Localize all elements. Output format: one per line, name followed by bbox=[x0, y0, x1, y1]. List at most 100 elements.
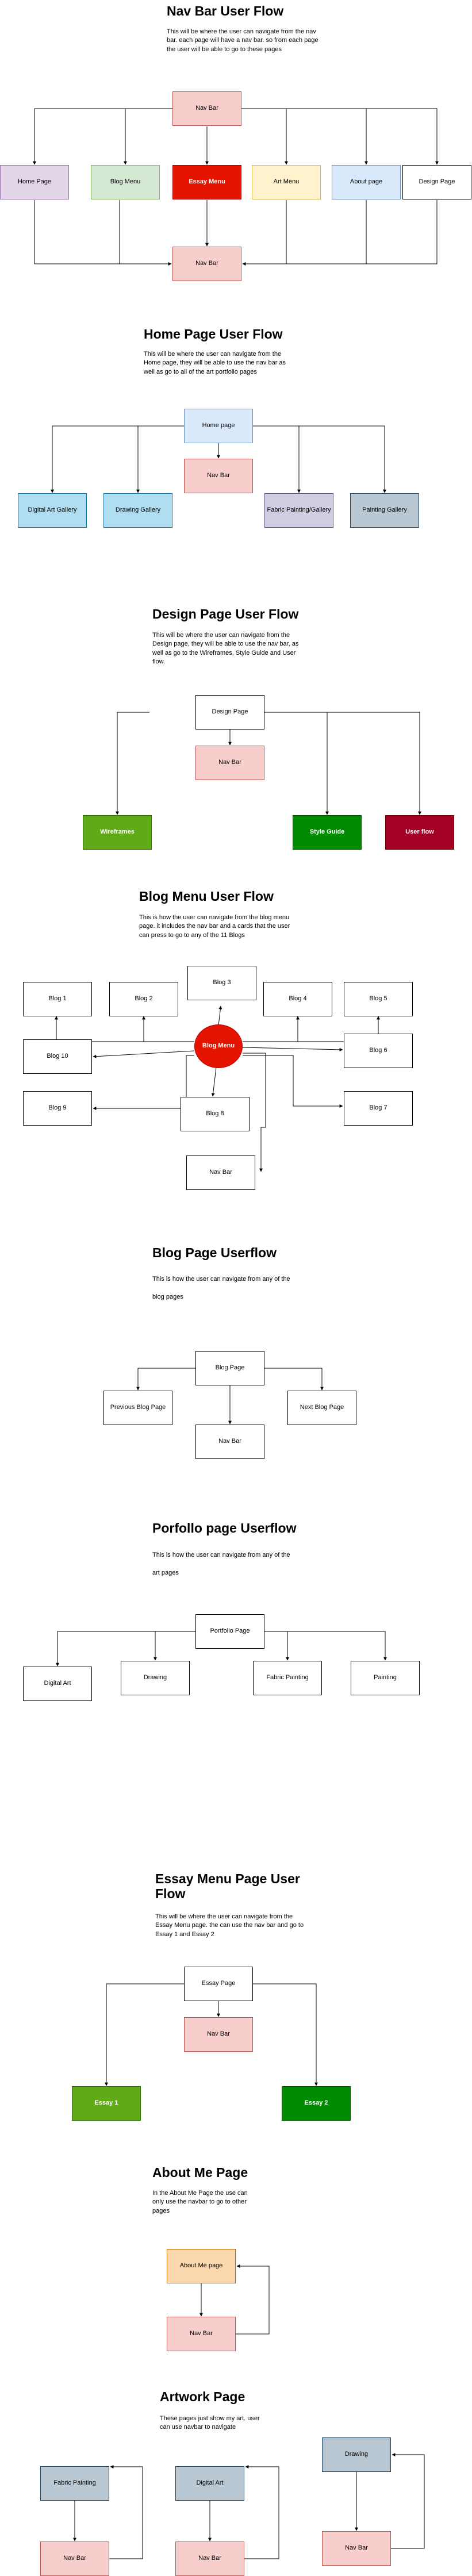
connector bbox=[116, 712, 149, 815]
nav-bar-node[interactable]: Nav Bar bbox=[195, 746, 264, 780]
next-blog-page-node[interactable]: Next Blog Page bbox=[287, 1391, 356, 1425]
blog-1-node[interactable]: Blog 1 bbox=[23, 982, 92, 1016]
blog-menu-node[interactable]: Blog Menu bbox=[91, 165, 160, 199]
fabric-nav-bar-node[interactable]: Nav Bar bbox=[40, 2542, 109, 2576]
connector bbox=[243, 1055, 343, 1108]
essay-flow-title: Essay Menu Page User Flow bbox=[155, 1871, 300, 1902]
connector bbox=[56, 1631, 195, 1667]
blog-2-node[interactable]: Blog 2 bbox=[109, 982, 178, 1016]
portfolio-flow-description-line2: art pages bbox=[152, 1569, 179, 1576]
portfolio-page-node[interactable]: Portfolio Page bbox=[195, 1614, 264, 1649]
connector bbox=[253, 1983, 318, 2086]
blog-page-flow-description-line2: blog pages bbox=[152, 1293, 183, 1300]
connector bbox=[253, 425, 301, 493]
nav-bar-node-bottom[interactable]: Nav Bar bbox=[172, 247, 241, 281]
blog-page-flow-description-line1: This is how the user can navigate from a… bbox=[152, 1276, 290, 1283]
blog-menu-flow-description: This is how the user can navigate from t… bbox=[139, 914, 290, 939]
portfolio-flow-description-line1: This is how the user can navigate from a… bbox=[152, 1552, 290, 1558]
blog-5-node[interactable]: Blog 5 bbox=[344, 982, 413, 1016]
essay-flow-description: This will be where the user can navigate… bbox=[155, 1913, 304, 1938]
blog-9-node[interactable]: Blog 9 bbox=[23, 1091, 92, 1126]
essay-menu-node[interactable]: Essay Menu bbox=[172, 165, 241, 199]
digital-art-gallery-node[interactable]: Digital Art Gallery bbox=[18, 493, 87, 528]
drawing-gallery-node[interactable]: Drawing Gallery bbox=[103, 493, 172, 528]
painting-node[interactable]: Painting bbox=[351, 1661, 420, 1695]
connector bbox=[34, 200, 172, 266]
digital-nav-bar-node[interactable]: Nav Bar bbox=[175, 2542, 244, 2576]
portfolio-flow-title: Porfollo page Userflow bbox=[152, 1521, 297, 1535]
navbar-flow-description: This will be where the user can navigate… bbox=[167, 28, 318, 53]
digital-art-node[interactable]: Digital Art bbox=[23, 1667, 92, 1701]
blog-3-node[interactable]: Blog 3 bbox=[187, 966, 256, 1000]
blog-4-node[interactable]: Blog 4 bbox=[263, 982, 332, 1016]
artwork-flow-title: Artwork Page bbox=[160, 2389, 245, 2404]
connector bbox=[264, 712, 329, 815]
home-page-node[interactable]: Home Page bbox=[0, 165, 69, 199]
design-flow-title: Design Page User Flow bbox=[152, 606, 299, 621]
nav-bar-node[interactable]: Nav Bar bbox=[167, 2317, 236, 2351]
essay-2-node[interactable]: Essay 2 bbox=[282, 2086, 351, 2121]
connector bbox=[142, 1016, 194, 1042]
connector bbox=[241, 108, 368, 165]
blog-page-node[interactable]: Blog Page bbox=[195, 1351, 264, 1385]
connector bbox=[242, 1047, 343, 1051]
home-page-node[interactable]: Home page bbox=[184, 409, 253, 443]
connector bbox=[243, 1016, 300, 1042]
about-me-page-node[interactable]: About Me page bbox=[167, 2249, 236, 2283]
blog-6-node[interactable]: Blog 6 bbox=[344, 1034, 413, 1068]
design-flow-description: This will be where the user can navigate… bbox=[152, 632, 299, 666]
design-page-node[interactable]: Design Page bbox=[402, 165, 471, 199]
connector bbox=[242, 200, 438, 266]
connector bbox=[93, 1050, 195, 1058]
connector bbox=[124, 108, 172, 165]
nav-bar-node[interactable]: Nav Bar bbox=[184, 2017, 253, 2052]
digital-art-node[interactable]: Digital Art bbox=[175, 2466, 244, 2501]
nav-bar-node[interactable]: Nav Bar bbox=[195, 1425, 264, 1459]
blog-page-flow-title: Blog Page Userflow bbox=[152, 1245, 277, 1260]
connector bbox=[33, 108, 172, 165]
blog-7-node[interactable]: Blog 7 bbox=[344, 1091, 413, 1126]
connector bbox=[236, 2264, 270, 2335]
connector bbox=[264, 1631, 387, 1661]
drawing-node[interactable]: Drawing bbox=[121, 1661, 190, 1695]
about-page-node[interactable]: About page bbox=[332, 165, 401, 199]
navbar-flow-title: Nav Bar User Flow bbox=[167, 3, 284, 18]
connector bbox=[55, 1016, 194, 1042]
essay-1-node[interactable]: Essay 1 bbox=[72, 2086, 141, 2121]
blog-menu-flow-title: Blog Menu User Flow bbox=[139, 889, 274, 904]
about-flow-title: About Me Page bbox=[152, 2165, 248, 2180]
blog-menu-hub[interactable]: Blog Menu bbox=[194, 1024, 243, 1068]
painting-gallery-node[interactable]: Painting Gallery bbox=[350, 493, 419, 528]
drawing-node[interactable]: Drawing bbox=[322, 2437, 391, 2472]
fabric-painting-node[interactable]: Fabric Painting bbox=[40, 2466, 109, 2501]
blog-8-node[interactable]: Blog 8 bbox=[181, 1097, 250, 1131]
wireframes-node[interactable]: Wireframes bbox=[83, 815, 152, 850]
nav-bar-node[interactable]: Nav Bar bbox=[184, 459, 253, 493]
blog-10-node[interactable]: Blog 10 bbox=[23, 1039, 92, 1074]
art-menu-node[interactable]: Art Menu bbox=[252, 165, 321, 199]
connector bbox=[154, 1631, 195, 1661]
fabric-painting-gallery-node[interactable]: Fabric Painting/Gallery bbox=[264, 493, 333, 528]
connector bbox=[264, 1368, 324, 1391]
connector bbox=[241, 108, 439, 165]
drawing-nav-bar-node[interactable]: Nav Bar bbox=[322, 2531, 391, 2566]
home-flow-title: Home Page User Flow bbox=[144, 327, 283, 341]
connector bbox=[391, 2453, 425, 2549]
connector bbox=[93, 1055, 194, 1110]
connector bbox=[136, 425, 184, 493]
connector bbox=[253, 425, 386, 493]
user-flow-node[interactable]: User flow bbox=[385, 815, 454, 850]
design-page-node[interactable]: Design Page bbox=[195, 695, 264, 730]
connector bbox=[243, 1053, 266, 1172]
nav-bar-node[interactable]: Nav Bar bbox=[172, 91, 241, 126]
previous-blog-page-node[interactable]: Previous Blog Page bbox=[103, 1391, 172, 1425]
nav-bar-node[interactable]: Nav Bar bbox=[186, 1155, 255, 1190]
fabric-painting-node[interactable]: Fabric Painting bbox=[253, 1661, 322, 1695]
connector bbox=[264, 1631, 289, 1661]
connector bbox=[109, 2465, 143, 2559]
connector bbox=[105, 1983, 184, 2086]
style-guide-node[interactable]: Style Guide bbox=[293, 815, 362, 850]
connector bbox=[241, 108, 288, 165]
essay-page-node[interactable]: Essay Page bbox=[184, 1967, 253, 2001]
